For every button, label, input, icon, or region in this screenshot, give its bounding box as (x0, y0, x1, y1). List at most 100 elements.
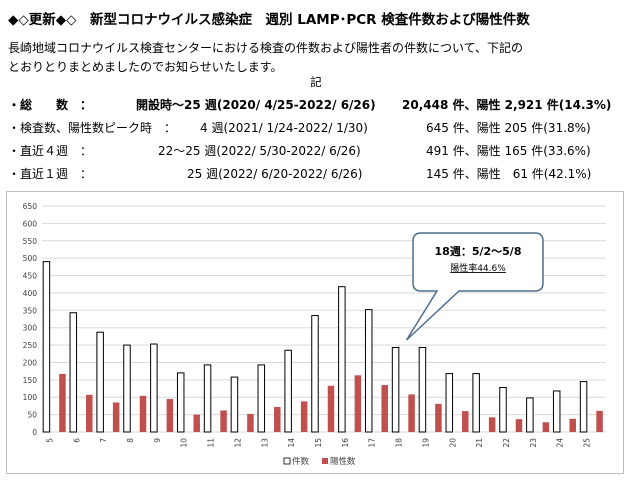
summary-4weeks-counts: 491 件、陽性 165 件(33.6%) (426, 144, 591, 158)
x-tick-label: 14 (287, 438, 296, 448)
y-tick-label: 300 (23, 324, 38, 333)
summary-total-counts: 20,448 件、陽性 2,921 件(14.3%) (402, 98, 612, 112)
x-tick-label: 8 (126, 438, 135, 443)
x-tick-label: 7 (99, 438, 108, 443)
ki-heading: 記 (310, 75, 322, 89)
bar-positive-week-7 (112, 402, 120, 432)
y-tick-label: 250 (23, 341, 38, 350)
summary-peak-period: 4 週(2021/ 1/24-2022/ 1/30) (200, 121, 368, 135)
bar-positive-week-15 (327, 385, 335, 432)
bar-positive-week-22 (515, 419, 523, 432)
bar-tests-week-9 (150, 343, 158, 433)
bar-positive-week-23 (542, 422, 550, 432)
bar-positive-week-8 (139, 395, 147, 432)
bar-tests-week-22 (499, 386, 507, 433)
bar-tests-week-19 (418, 347, 427, 433)
x-tick-label: 10 (180, 438, 189, 448)
x-tick-label: 17 (368, 438, 377, 448)
y-tick-label: 200 (23, 358, 38, 367)
intro-line-1: 長崎地域コロナウイルス検査センターにおける検査の件数および陽性者の件数について、… (8, 41, 524, 55)
x-tick-label: 24 (556, 438, 565, 448)
bar-tests-week-5 (42, 261, 51, 433)
y-tick-label: 650 (23, 202, 38, 211)
bar-tests-week-12 (230, 376, 239, 433)
x-tick-label: 21 (475, 438, 484, 448)
legend-label-positive: 陽性数 (330, 456, 356, 467)
summary-total-period: 開設時～25 週(2020/ 4/25-2022/ 6/26) (136, 98, 376, 112)
summary-4weeks-period: 22～25 週(2022/ 5/30-2022/ 6/26) (158, 144, 361, 158)
bar-tests-week-11 (203, 364, 212, 433)
legend-swatch-positive (322, 458, 328, 464)
bar-tests-week-18 (391, 347, 400, 433)
bar-positive-week-17 (381, 385, 388, 432)
bar-positive-week-5 (59, 373, 66, 432)
bar-tests-week-24 (552, 390, 561, 433)
bar-tests-week-25 (579, 381, 588, 433)
bar-tests-week-7 (96, 331, 104, 433)
y-tick-label: 600 (23, 219, 38, 228)
bar-tests-week-14 (284, 349, 292, 433)
legend-swatch-tests (283, 457, 291, 465)
x-tick-label: 18 (395, 438, 404, 448)
summary-peak-label: ・検査数、陽性数ピーク時 ： (8, 121, 177, 135)
legend-label-tests: 件数 (292, 456, 310, 467)
x-tick-label: 15 (314, 438, 323, 448)
x-tick-label: 11 (207, 438, 216, 448)
bar-positive-week-20 (462, 411, 469, 432)
x-tick-label: 20 (448, 438, 457, 448)
x-tick-label: 22 (502, 438, 511, 448)
y-tick-label: 50 (27, 411, 37, 420)
bar-tests-week-15 (311, 315, 319, 433)
x-tick-label: 12 (233, 438, 242, 448)
x-tick-label: 13 (260, 438, 269, 448)
bar-positive-week-19 (435, 403, 442, 432)
x-tick-label: 19 (421, 438, 430, 448)
y-tick-label: 150 (23, 376, 38, 385)
bar-positive-week-18 (408, 394, 415, 432)
bar-positive-week-6 (86, 394, 93, 432)
x-tick-label: 5 (45, 438, 54, 443)
x-tick-label: 16 (341, 438, 350, 448)
bar-tests-week-21 (472, 373, 480, 433)
summary-1week-label: ・直近１週 ： (8, 167, 93, 181)
bar-positive-week-11 (220, 410, 227, 432)
x-tick-label: 25 (583, 438, 592, 448)
bar-positive-week-16 (354, 375, 362, 432)
x-tick-label: 23 (529, 438, 538, 448)
bar-tests-week-10 (176, 372, 185, 433)
chart-frame (6, 191, 624, 474)
y-tick-label: 550 (23, 237, 38, 246)
y-tick-label: 100 (23, 393, 38, 402)
bar-positive-week-13 (274, 406, 281, 432)
y-tick-label: 450 (23, 272, 38, 281)
intro-line-2: とおりとりまとめましたのでお知らせいたします。 (8, 60, 283, 74)
callout-line-2: 陽性率44.6% (450, 262, 506, 274)
bar-positive-week-10 (193, 414, 200, 432)
y-tick-label: 400 (23, 289, 38, 298)
summary-4weeks-label: ・直近４週 ： (8, 144, 93, 158)
summary-total-label: ・総 数 ： (8, 98, 93, 112)
y-tick-label: 500 (23, 254, 38, 263)
y-tick-label: 350 (23, 306, 38, 315)
bar-tests-week-17 (364, 309, 373, 433)
bar-positive-week-25 (596, 410, 603, 432)
bar-positive-week-12 (247, 413, 254, 432)
callout-line-1: 18週：5/2～5/8 (435, 244, 522, 258)
page-title: ◆◇更新◆◇ 新型コロナウイルス感染症 週別 LAMP･PCR 検査件数および陽… (8, 12, 530, 28)
callout-bubble (405, 232, 544, 341)
summary-1week-counts: 145 件、陽性 61 件(42.1%) (426, 167, 592, 181)
bar-tests-week-20 (445, 373, 454, 433)
summary-peak-counts: 645 件、陽性 205 件(31.8%) (426, 121, 591, 135)
bar-tests-week-6 (69, 312, 78, 433)
bar-tests-week-8 (123, 344, 131, 433)
bar-positive-week-9 (166, 398, 174, 432)
bar-tests-week-23 (526, 397, 534, 433)
y-tick-label: 0 (32, 428, 37, 437)
summary-1week-period: 25 週(2022/ 6/20-2022/ 6/26) (187, 167, 363, 181)
x-tick-label: 6 (72, 438, 81, 443)
bar-positive-week-21 (488, 417, 496, 432)
bar-positive-week-14 (300, 401, 308, 432)
x-tick-label: 9 (153, 438, 162, 443)
bar-positive-week-24 (569, 418, 576, 432)
